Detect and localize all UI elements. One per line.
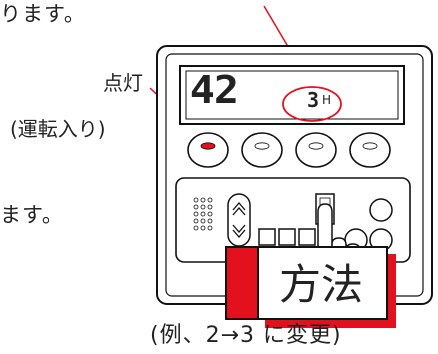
lcd-display-inner (185, 70, 399, 120)
square-button-3[interactable] (298, 228, 316, 246)
mid-partial-text: ます。 (0, 203, 64, 227)
lamp-lit-label: 点灯 (103, 71, 143, 95)
round-button-right-top[interactable] (369, 198, 393, 222)
run-lamp (200, 142, 216, 150)
method-heading: 方法 (257, 246, 388, 320)
hours-highlight-circle (282, 86, 342, 122)
lcd-temperature-value: 42 (189, 68, 239, 112)
lcd-hours-value: 3 (307, 88, 320, 112)
round-button-4[interactable] (349, 132, 391, 168)
speaker-grid-icon (193, 197, 213, 231)
lcd-display (179, 65, 405, 125)
round-button-run[interactable] (187, 132, 229, 168)
running-status-label: (運転入り) (10, 117, 106, 141)
top-partial-text: ります。 (0, 2, 86, 26)
round-button-2[interactable] (241, 132, 283, 168)
square-button-2[interactable] (278, 228, 296, 246)
square-button-1[interactable] (258, 228, 276, 246)
example-caption: (例、2→3 に変更) (150, 323, 342, 348)
up-down-arrows-icon[interactable] (227, 193, 251, 247)
round-button-3[interactable] (295, 132, 337, 168)
lcd-hours-unit: H (322, 93, 332, 107)
